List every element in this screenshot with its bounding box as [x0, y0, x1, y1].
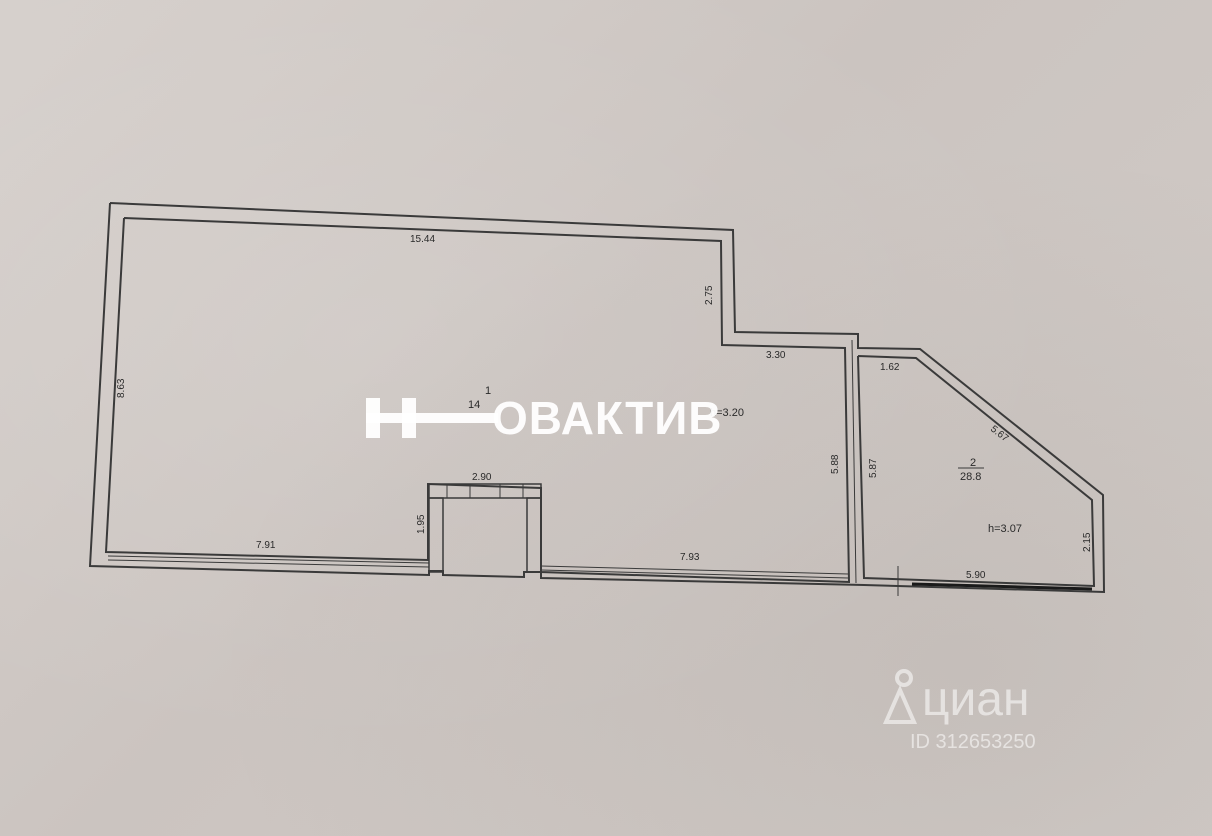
- cian-watermark: циан ID 312653250: [882, 664, 1112, 764]
- dim-bottom-right: 7.93: [680, 552, 700, 563]
- dim-top-wall: 15.44: [410, 234, 435, 245]
- dim-room2-left: 5.87: [868, 458, 879, 478]
- dim-bay-top: 2.90: [472, 472, 492, 483]
- dim-room2-top: 1.62: [880, 362, 900, 373]
- room2-inner-wall: [857, 355, 1096, 588]
- room2-number: 2: [970, 457, 976, 469]
- window-bottom-right-a: [540, 565, 849, 575]
- dim-room2-bottom: 5.90: [966, 570, 986, 581]
- cian-listing-id: ID 312653250: [910, 731, 1036, 753]
- cian-logo-icon: [882, 669, 918, 724]
- window-bottom-right-b: [540, 569, 849, 579]
- dim-notch-vertical: 2.75: [704, 285, 715, 305]
- bay-right-frame: [526, 497, 542, 573]
- dim-room1-right: 5.88: [830, 454, 841, 474]
- room2-window-bottom: [911, 582, 1093, 591]
- partition-wall: [851, 339, 857, 584]
- room2-area: 28.8: [960, 471, 981, 483]
- dim-notch-horizontal: 3.30: [766, 350, 786, 361]
- dim-room2-diagonal: 5.67: [988, 424, 1010, 445]
- window-bottom-left-a: [107, 555, 430, 564]
- dim-bay-side: 1.95: [416, 514, 427, 534]
- brand-logo-icon: [366, 398, 498, 438]
- brand-watermark: ОВАКТИВ: [362, 386, 852, 450]
- window-bottom-left-b: [107, 559, 430, 568]
- brand-name: ОВАКТИВ: [492, 392, 723, 444]
- dim-left-wall: 8.63: [116, 378, 127, 398]
- dim-bottom-left: 7.91: [256, 540, 276, 551]
- room1-height: h=3.20: [710, 407, 744, 419]
- room2-height: h=3.07: [988, 523, 1022, 535]
- bay-left-frame: [428, 497, 444, 573]
- bay-window-frame: [428, 483, 542, 499]
- room1-number: 1: [485, 385, 491, 397]
- cian-word: циан: [922, 673, 1030, 726]
- room1-area: 14: [468, 399, 480, 411]
- dim-room2-right: 2.15: [1082, 532, 1093, 552]
